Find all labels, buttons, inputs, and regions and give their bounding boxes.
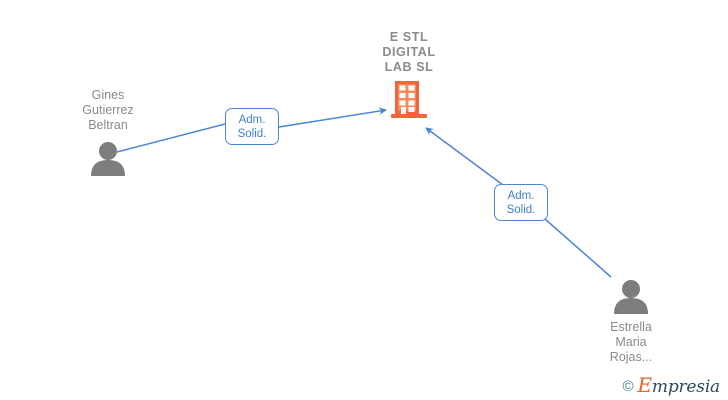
edge-person-right-to-relation-2 [544,218,612,278]
building-icon [391,81,427,118]
relation-label-adm-solid-1[interactable]: Adm. Solid. [225,108,279,145]
brand-logo: Empresia [638,375,721,397]
person-node-right[interactable]: Estrella Maria Rojas... [571,278,691,365]
brand-rest: mpresia [651,377,720,397]
relation-label-adm-solid-2[interactable]: Adm. Solid. [494,184,548,221]
company-name-label: E STL DIGITAL LAB SL [382,30,436,74]
person-name-label: Estrella Maria Rojas... [609,320,653,364]
person-icon [614,280,648,314]
company-node[interactable]: E STL DIGITAL LAB SL [349,30,469,125]
brand-initial: E [637,373,653,397]
watermark: © Empresia [622,375,721,397]
person-name-label: Gines Gutierrez Beltran [82,88,134,132]
person-node-left[interactable]: Gines Gutierrez Beltran [48,88,168,176]
person-icon [91,142,125,176]
edge-relation-2-to-company [425,127,504,186]
copyright-icon: © [622,378,634,395]
